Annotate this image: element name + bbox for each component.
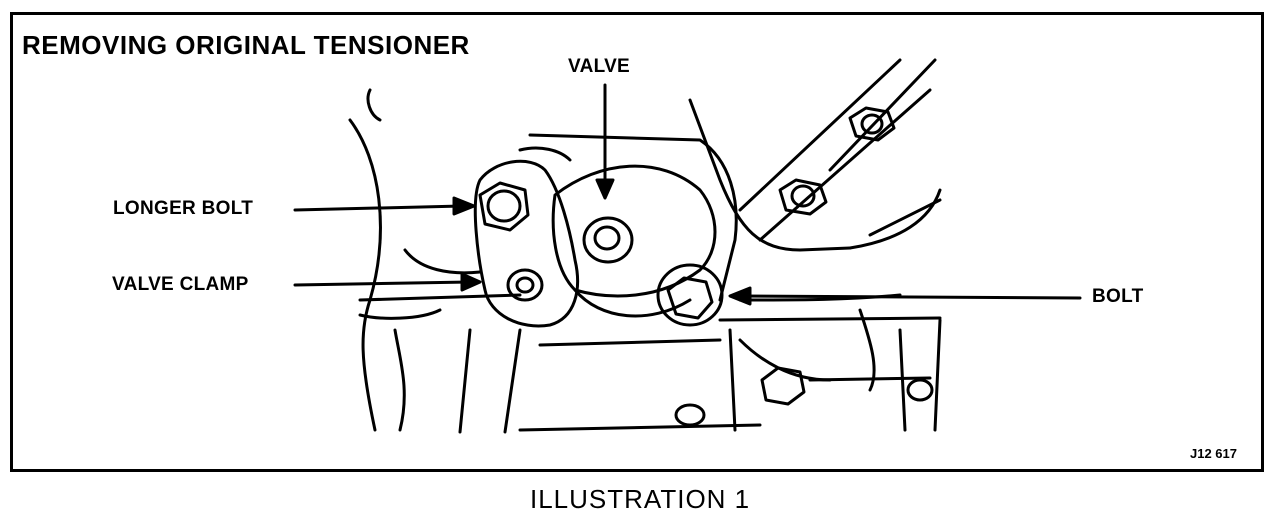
label-longer-bolt: LONGER BOLT <box>113 198 254 219</box>
flange-bolts <box>674 106 934 427</box>
label-valve-clamp: VALVE CLAMP <box>112 274 249 295</box>
tensioner-body <box>518 133 738 318</box>
label-bolt: BOLT <box>1092 286 1144 307</box>
engine-block-outline <box>348 58 942 434</box>
longer-bolt <box>478 181 530 232</box>
valve <box>582 216 634 264</box>
label-valve: VALVE <box>568 56 631 77</box>
bolt <box>656 263 724 327</box>
reference-code: J12 617 <box>1190 446 1237 461</box>
figure-caption: ILLUSTRATION 1 <box>530 484 751 514</box>
valve-clamp <box>473 159 579 328</box>
illustration-frame <box>10 12 1264 472</box>
leader-lines <box>293 83 1082 306</box>
figure-title: REMOVING ORIGINAL TENSIONER <box>22 30 470 60</box>
